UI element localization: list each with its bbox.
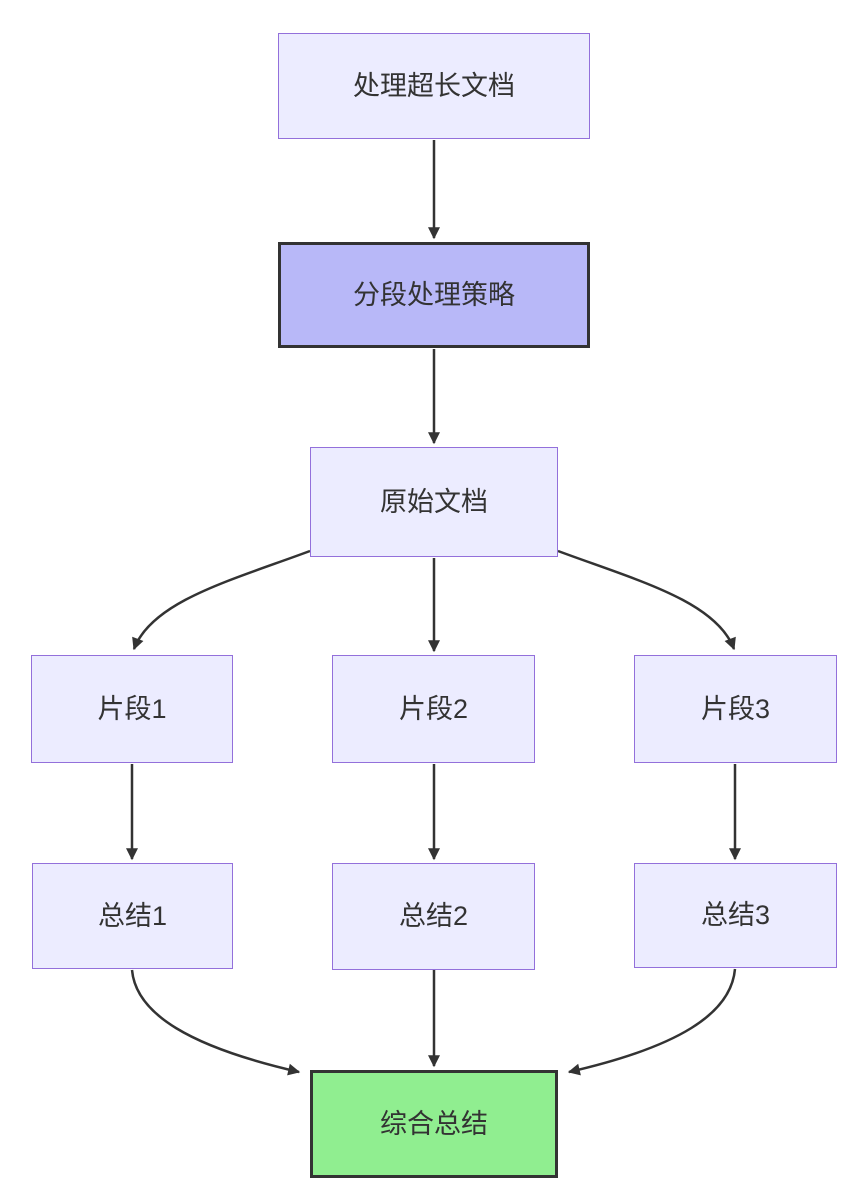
node-label: 总结3 — [700, 900, 771, 931]
node-label: 片段3 — [700, 693, 771, 724]
node-label: 处理超长文档 — [353, 70, 515, 101]
edge-summary-3-to-final — [567, 968, 737, 1076]
node-fragment-3: 片段3 — [634, 655, 837, 763]
node-label: 原始文档 — [380, 486, 488, 517]
node-label: 分段处理策略 — [353, 279, 515, 310]
edge-summary-1-to-final — [130, 969, 301, 1076]
node-final-summary: 综合总结 — [310, 1070, 558, 1178]
node-summary-1: 总结1 — [32, 863, 233, 969]
node-fragment-1: 片段1 — [31, 655, 233, 763]
edge-original-to-fragment-1 — [132, 549, 311, 651]
node-label: 片段2 — [398, 693, 469, 724]
node-label: 总结1 — [97, 900, 168, 931]
node-summary-3: 总结3 — [634, 863, 837, 968]
node-summary-2: 总结2 — [332, 863, 535, 970]
node-label: 总结2 — [398, 901, 469, 932]
edge-original-to-fragment-3 — [557, 549, 736, 651]
node-label: 综合总结 — [380, 1108, 488, 1139]
node-original-doc: 原始文档 — [310, 447, 558, 557]
node-fragment-2: 片段2 — [332, 655, 535, 763]
node-segment-strategy: 分段处理策略 — [278, 242, 590, 348]
node-process-long-doc: 处理超长文档 — [278, 33, 590, 139]
node-label: 片段1 — [97, 693, 167, 724]
